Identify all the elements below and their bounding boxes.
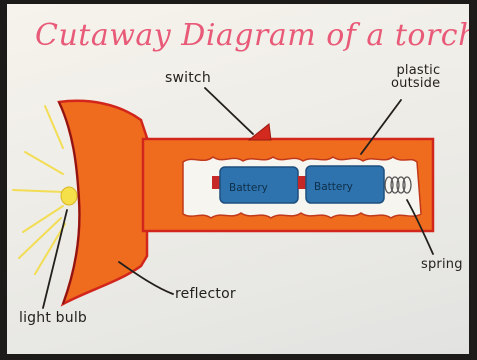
battery-label: Battery [314, 181, 353, 193]
torch-switch [249, 124, 271, 140]
battery-2: Battery [298, 166, 384, 203]
label-reflector: reflector [175, 286, 236, 302]
battery-label: Battery [229, 182, 268, 194]
poster-paper: Cutaway Diagram of a torch.. [7, 4, 469, 354]
battery-terminal [212, 176, 220, 189]
light-ray [45, 106, 63, 148]
light-bulb [61, 187, 77, 205]
torch-diagram: Battery Battery [7, 4, 469, 354]
light-ray [19, 218, 61, 258]
light-ray [23, 206, 63, 232]
light-ray [13, 190, 63, 192]
light-ray [25, 152, 63, 174]
battery-1: Battery [212, 167, 298, 203]
label-switch: switch [165, 70, 211, 86]
label-plastic-outside: plastic outside [391, 64, 440, 90]
label-spring: spring [421, 257, 463, 272]
leader-reflector [119, 262, 173, 294]
leader-switch [205, 88, 253, 134]
label-light-bulb: light bulb [19, 310, 87, 326]
light-ray [35, 224, 65, 274]
battery-terminal [298, 176, 306, 189]
